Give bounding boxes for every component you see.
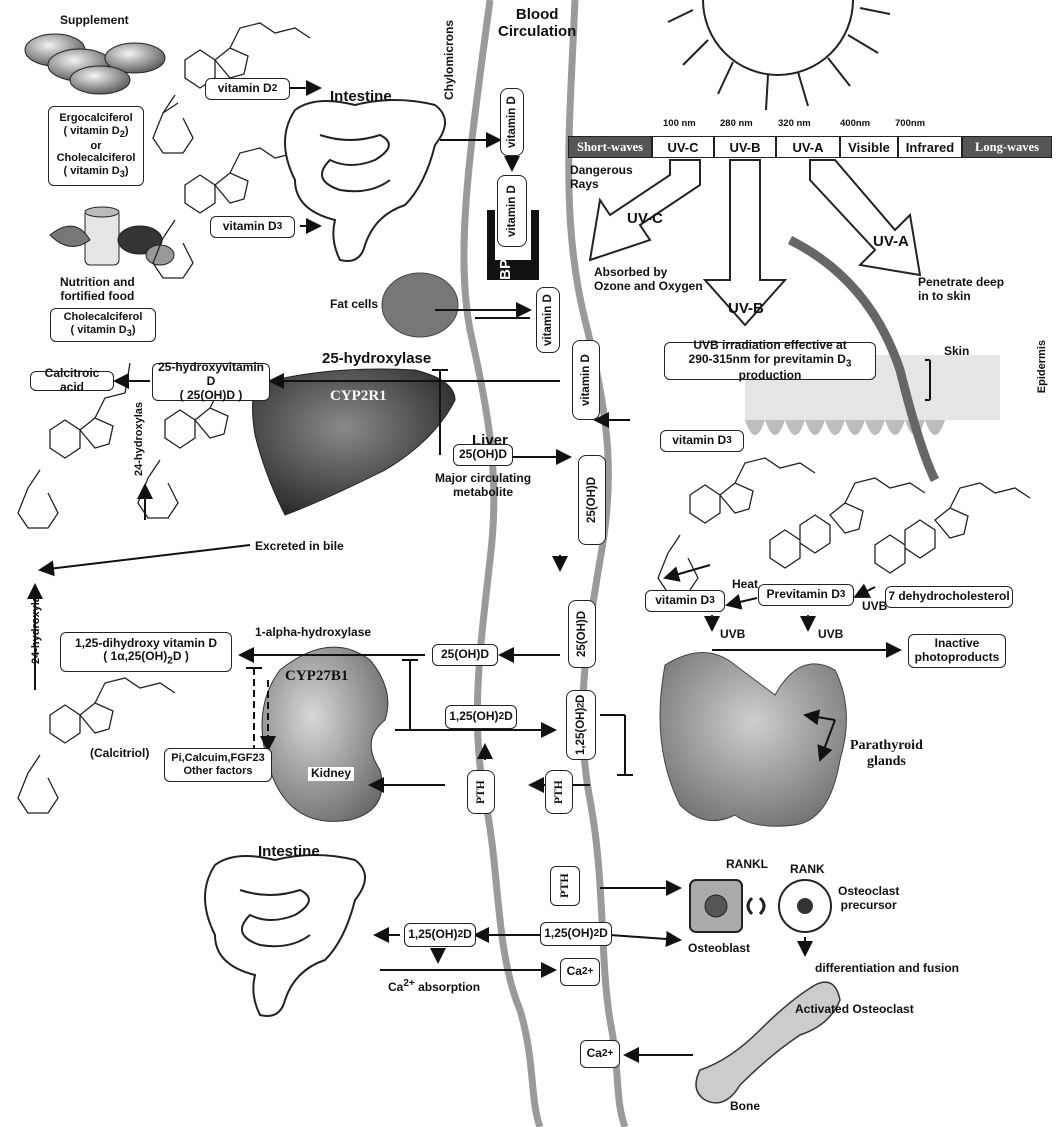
skin-label: Skin xyxy=(944,345,969,359)
nm-280: 280 nm xyxy=(720,118,753,129)
24-hydroxylas-label-top: 24-hydroxylas xyxy=(133,402,145,476)
24-hydroxylas-label-bottom: 24-hydroxylas xyxy=(30,590,42,664)
ergocalciferol-text: Ergocalciferol xyxy=(59,112,132,125)
nm-100: 100 nm xyxy=(663,118,696,129)
intestine-bottom-icon xyxy=(205,855,365,1016)
infrared-cell: Infrared xyxy=(898,136,962,158)
intestine-top-icon xyxy=(285,100,445,261)
rank-label: RANK xyxy=(790,863,825,877)
vitamin-d-dbp: vitamin D xyxy=(497,175,527,247)
calcitriol-label: (Calcitriol) xyxy=(90,747,149,761)
supplement-label: Ergocalciferol ( vitamin D2) or Cholecal… xyxy=(48,106,144,186)
chylomicrons-label: Chylomicrons xyxy=(442,20,456,100)
vitamin-d2-paren: ( vitamin D2) xyxy=(64,125,129,140)
7-dehydrocholesterol-box: 7 dehydrocholesterol xyxy=(885,586,1013,608)
vessel-wall-left xyxy=(464,0,540,1127)
calcitroic-acid-box: Calcitroic acid xyxy=(30,371,114,391)
parathyroid-glands-shape xyxy=(660,653,846,827)
supplement-title: Supplement xyxy=(60,14,129,28)
osteoblast-label: Osteoblast xyxy=(688,942,750,956)
visible-cell: Visible xyxy=(840,136,898,158)
intestine-top-label: Intestine xyxy=(330,88,392,105)
nm-320: 320 nm xyxy=(778,118,811,129)
vitamin-d3-paren: ( vitamin D3) xyxy=(64,165,129,180)
25ohd-vessel-1: 25(OH)D xyxy=(578,455,606,545)
or-text: or xyxy=(91,140,102,153)
25ohd-liver-box: 25(OH)D xyxy=(453,444,513,466)
uvb-small-label-2: UVB xyxy=(720,628,745,642)
25-hydroxylase-label: 25-hydroxylase xyxy=(322,350,431,367)
rankl-label: RANKL xyxy=(726,858,768,872)
1-25-dihydroxy-vitamin-d-box: 1,25-dihydroxy vitamin D ( 1α,25(OH)2D ) xyxy=(60,632,232,672)
nm-400: 400nm xyxy=(840,118,870,129)
uv-c-arrow-label: UV-C xyxy=(627,210,663,227)
dbp-label: DBP xyxy=(497,259,514,291)
epidermis-label: Epidermis xyxy=(1036,340,1048,393)
uvb-small-label-1: UVB xyxy=(862,600,887,614)
rankl-rank-binding xyxy=(748,898,764,914)
nutrition-cholecalciferol-box: Cholecalciferol ( vitamin D3) xyxy=(50,308,156,342)
uvb-irradiation-box: UVB irradiation effective at 290-315nm f… xyxy=(664,342,876,380)
heat-label: Heat xyxy=(732,578,758,592)
uv-b-arrow-label: UV-B xyxy=(728,300,764,317)
cyp2r1-label: CYP2R1 xyxy=(330,388,387,405)
bone-shape xyxy=(696,982,840,1103)
nm-700: 700nm xyxy=(895,118,925,129)
uv-a-arrow-label: UV-A xyxy=(873,233,909,250)
25-hydroxyvitamin-d-box: 25-hydroxyvitamin D( 25(OH)D ) xyxy=(152,363,270,401)
uv-a-cell: UV-A xyxy=(776,136,840,158)
cholecalciferol-text: Cholecalciferol xyxy=(57,152,136,165)
uv-c-cell: UV-C xyxy=(652,136,714,158)
fat-cells-shape xyxy=(382,273,458,337)
fat-cells-label: Fat cells xyxy=(330,298,378,312)
uv-b-cell: UV-B xyxy=(714,136,776,158)
long-waves-cell: Long-waves xyxy=(962,136,1052,158)
short-waves-cell: Short-waves xyxy=(568,136,652,158)
25ohd-kidney-box: 25(OH)D xyxy=(432,644,498,666)
1-alpha-hydroxylase-label: 1-alpha-hydroxylase xyxy=(255,626,371,640)
pth-vessel-box: PTH xyxy=(545,770,573,814)
vitamin-d-chylomicron: vitamin D xyxy=(500,88,524,156)
excreted-in-bile-label: Excreted in bile xyxy=(255,540,344,554)
uvb-small-label-3: UVB xyxy=(818,628,843,642)
intestine-bottom-label: Intestine xyxy=(258,843,320,860)
cyp27b1-label: CYP27B1 xyxy=(285,668,348,685)
vitamin-d-liver: vitamin D xyxy=(572,340,600,420)
osteoblast-nucleus xyxy=(705,895,727,917)
pth-bone-box: PTH xyxy=(550,866,580,906)
vitamin-d-fat: vitamin D xyxy=(536,287,560,353)
supplement-pills-icon xyxy=(25,34,165,94)
activated-osteoclast-label: Activated Osteoclast xyxy=(795,1003,914,1017)
kidney-label: Kidney xyxy=(308,767,354,781)
pth-kidney-box: PTH xyxy=(467,770,495,814)
ca-absorption-label: Ca2+ absorption xyxy=(388,978,480,995)
sun-icon xyxy=(656,0,890,110)
25ohd-vessel-2: 25(OH)D xyxy=(568,600,596,668)
bone-label: Bone xyxy=(730,1100,760,1114)
differentiation-label: differentiation and fusion xyxy=(815,962,959,976)
